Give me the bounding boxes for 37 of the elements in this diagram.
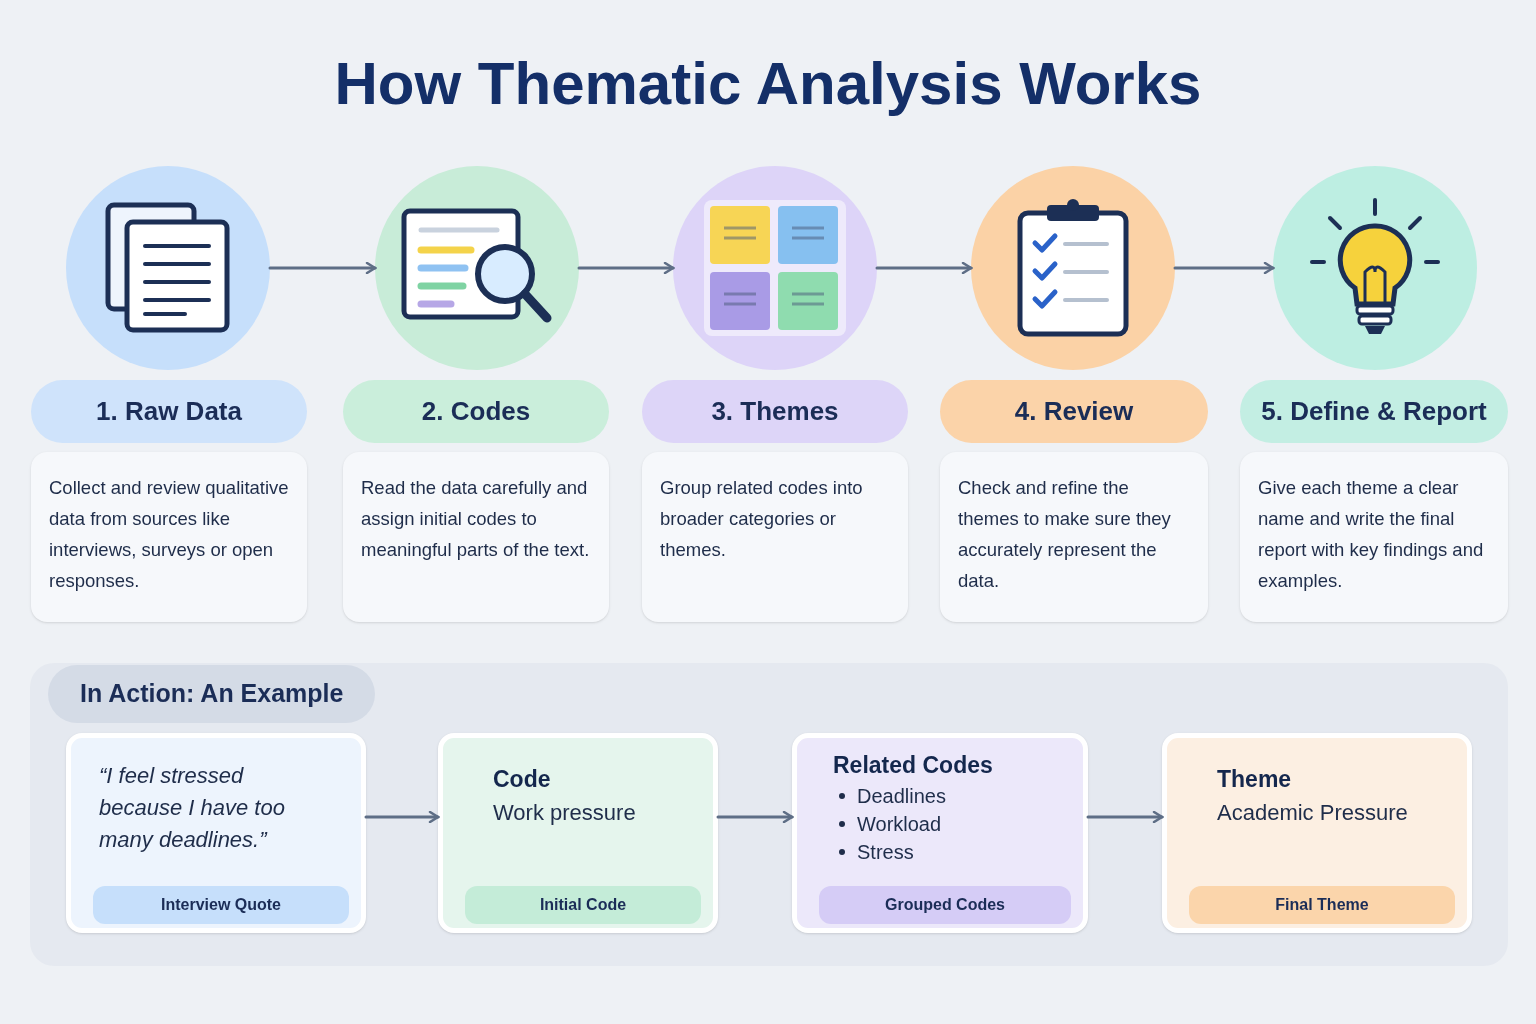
arrow (1173, 261, 1275, 275)
description-card: Read the data carefully and assign initial codes to meaningful parts of the text. (343, 452, 609, 622)
example-card (438, 733, 718, 933)
category-tag: Final Theme (1189, 886, 1455, 924)
arrow (577, 261, 675, 275)
category-tag: Interview Quote (93, 886, 349, 924)
list-item: Deadlines (857, 784, 946, 809)
list-item: Workload (857, 812, 942, 837)
description-card: Group related codes into broader categories or themes. (642, 452, 908, 622)
arrow (364, 810, 440, 824)
example-card (66, 733, 366, 933)
arrow (716, 810, 794, 824)
card-text: Work pressure (493, 799, 637, 827)
section-heading: In Action: An Example (48, 665, 376, 723)
card-text: Academic Pressure (1217, 799, 1409, 827)
step-title-pill: 3. Themes (642, 380, 908, 443)
step-title-pill: 4. Review (940, 380, 1208, 443)
description-card: Check and refine the themes to make sure they accurately represent the data. (940, 452, 1208, 622)
quote-text: “I feel stressed because I have too many deadlines.” (99, 762, 286, 854)
example-card (1162, 733, 1472, 933)
arrow (875, 261, 973, 275)
arrow (268, 261, 377, 275)
card-heading: Theme (1217, 765, 1293, 794)
step-title-pill: 1. Raw Data (31, 380, 307, 443)
description-card: Give each theme a clear name and write the final report with key findings and examples. (1240, 452, 1508, 622)
step-title-pill: 2. Codes (343, 380, 609, 443)
description-card: Collect and review qualitative data from sources like interviews, surveys or open responses. (31, 452, 307, 622)
example-card (792, 733, 1088, 933)
card-heading: Code (493, 765, 552, 794)
list-item: Stress (857, 840, 914, 865)
example-panel (30, 663, 1508, 966)
arrow (1086, 810, 1164, 824)
category-tag: Initial Code (465, 886, 701, 924)
category-tag: Grouped Codes (819, 886, 1071, 924)
step-title-pill: 5. Define & Report (1240, 380, 1508, 443)
card-heading: Related Codes (833, 751, 994, 780)
title: How Thematic Analysis Works (334, 49, 1202, 119)
